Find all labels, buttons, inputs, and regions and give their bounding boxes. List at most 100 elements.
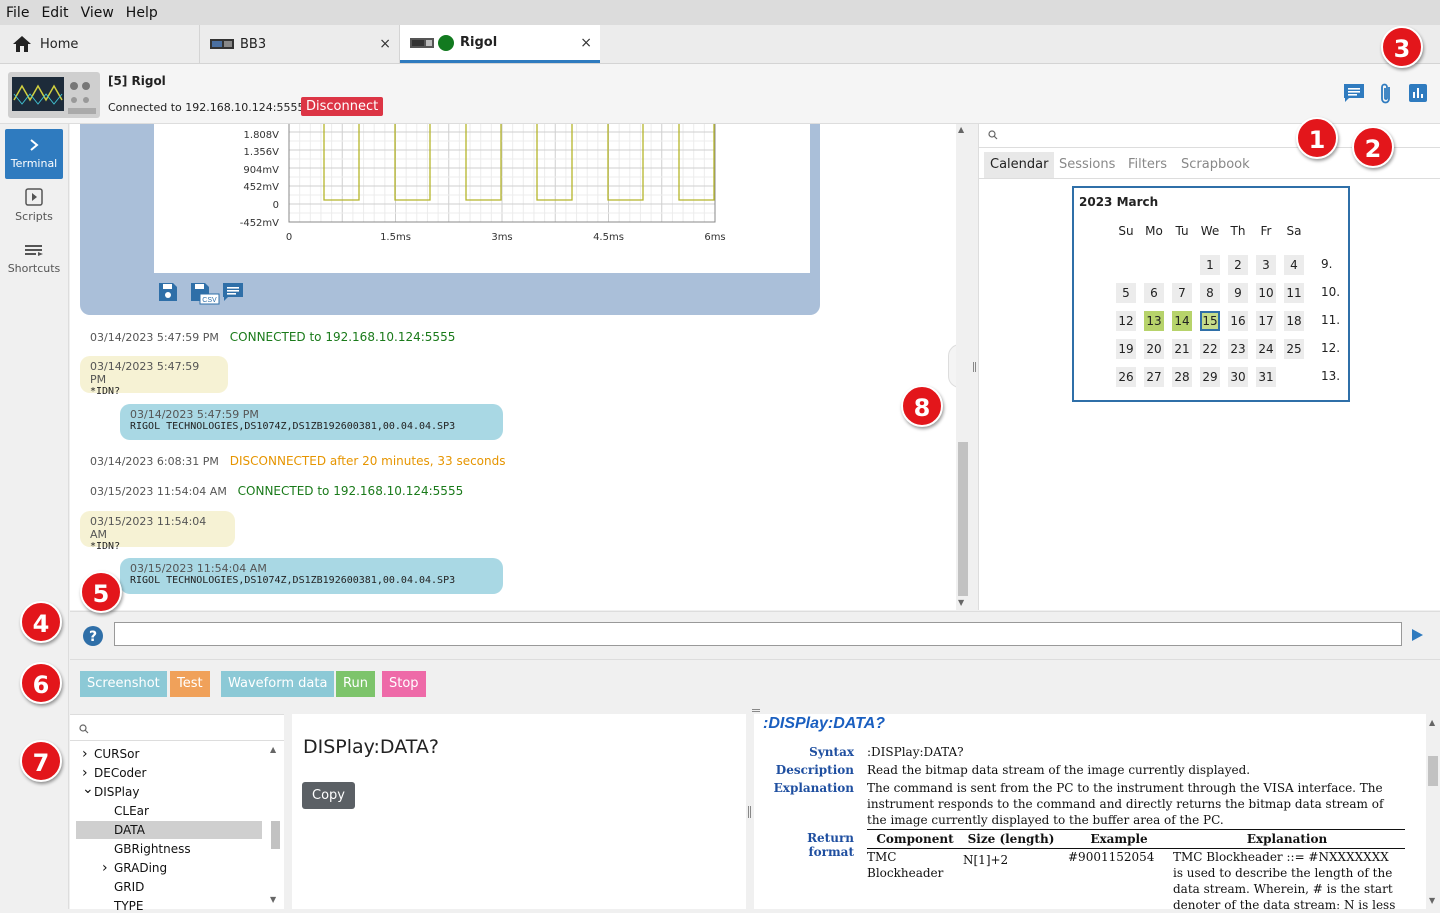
calendar-day[interactable]: 20 bbox=[1144, 339, 1164, 359]
tree-scrollbar-thumb[interactable] bbox=[271, 821, 280, 849]
menu-file[interactable]: File bbox=[6, 4, 30, 21]
doc-scrollbar[interactable]: ▲ ▼ bbox=[1426, 714, 1440, 909]
tree-item[interactable]: DATA bbox=[114, 823, 145, 837]
history-search-input[interactable] bbox=[979, 124, 1440, 148]
calendar-day[interactable]: 3 bbox=[1256, 255, 1276, 275]
tree-item[interactable]: DECoder bbox=[94, 766, 147, 780]
calendar-day[interactable]: 1 bbox=[1200, 255, 1220, 275]
attachment-icon[interactable] bbox=[1378, 82, 1394, 106]
menu-help[interactable]: Help bbox=[125, 4, 158, 21]
calendar-day[interactable]: 11 bbox=[1284, 283, 1304, 303]
calendar-day[interactable]: 23 bbox=[1228, 339, 1248, 359]
waveform-data-button[interactable]: Waveform data bbox=[221, 671, 335, 697]
send-icon[interactable] bbox=[1411, 629, 1423, 641]
help-icon[interactable]: ? bbox=[83, 626, 103, 646]
menu-edit[interactable]: Edit bbox=[41, 4, 69, 21]
calendar-day[interactable]: 10 bbox=[1256, 283, 1276, 303]
calendar-day[interactable]: 31 bbox=[1256, 367, 1276, 387]
calendar-day[interactable]: 28 bbox=[1172, 367, 1192, 387]
calendar-day[interactable]: 30 bbox=[1228, 367, 1248, 387]
comment-icon[interactable] bbox=[1343, 83, 1365, 103]
disconnect-button[interactable]: Disconnect bbox=[301, 97, 384, 116]
sidebar-item-scripts[interactable]: Scripts bbox=[5, 182, 63, 232]
chevron-right-icon[interactable]: › bbox=[102, 860, 108, 876]
calendar-day[interactable]: 29 bbox=[1200, 367, 1220, 387]
calendar-day[interactable]: 24 bbox=[1256, 339, 1276, 359]
save-icon[interactable] bbox=[158, 282, 178, 302]
tree-search-input[interactable] bbox=[70, 715, 284, 741]
panel-toggle-button[interactable] bbox=[948, 344, 956, 388]
screenshot-button[interactable]: Screenshot bbox=[80, 671, 167, 697]
calendar-day[interactable]: 22 bbox=[1200, 339, 1220, 359]
left-sidebar: Terminal Scripts Shortcuts bbox=[0, 124, 69, 909]
run-button[interactable]: Run bbox=[336, 671, 375, 697]
calendar-day[interactable]: 2 bbox=[1228, 255, 1248, 275]
table-cell: TMC Blockheader bbox=[867, 850, 944, 880]
scroll-up-icon[interactable]: ▲ bbox=[1429, 718, 1436, 727]
splitter-handle[interactable] bbox=[973, 362, 976, 372]
explanation-text: The command is sent from the PC to the i… bbox=[867, 781, 1384, 827]
menu-view[interactable]: View bbox=[80, 4, 114, 21]
tab-scrapbook[interactable]: Scrapbook bbox=[1181, 157, 1250, 172]
calendar-day[interactable]: 14 bbox=[1172, 311, 1192, 331]
comment-icon[interactable] bbox=[222, 282, 244, 302]
tree-item[interactable]: CURSor bbox=[94, 747, 140, 761]
chevron-right-icon[interactable]: › bbox=[82, 765, 88, 781]
splitter-handle[interactable] bbox=[748, 806, 751, 818]
scroll-up-icon[interactable]: ▲ bbox=[958, 125, 965, 134]
tree-item[interactable]: GRID bbox=[114, 880, 145, 894]
chevron-down-icon[interactable]: ⌄ bbox=[82, 781, 94, 797]
instrument-header: [5] Rigol Connected to 192.168.10.124:55… bbox=[0, 64, 1440, 124]
calendar-day[interactable]: 7 bbox=[1172, 283, 1192, 303]
chart-icon[interactable] bbox=[1409, 84, 1427, 102]
tree-item[interactable]: GRADing bbox=[114, 861, 168, 875]
annotation-marker: 3 bbox=[1381, 26, 1423, 68]
chevron-right-icon[interactable]: › bbox=[82, 746, 88, 762]
scroll-down-icon[interactable]: ▼ bbox=[958, 598, 965, 607]
calendar-day[interactable]: 26 bbox=[1116, 367, 1136, 387]
tab-home[interactable]: Home bbox=[0, 25, 200, 63]
calendar-day[interactable]: 5 bbox=[1116, 283, 1136, 303]
calendar-day[interactable]: 27 bbox=[1144, 367, 1164, 387]
calendar-day[interactable]: 15 bbox=[1200, 311, 1220, 331]
calendar-day[interactable]: 8 bbox=[1200, 283, 1220, 303]
stop-button[interactable]: Stop bbox=[382, 671, 426, 697]
calendar-day[interactable]: 18 bbox=[1284, 311, 1304, 331]
log-entry: 03/15/2023 11:54:04 AM CONNECTED to 192.… bbox=[90, 484, 463, 498]
log-timestamp: 03/14/2023 5:47:59 PM bbox=[90, 360, 200, 386]
tab-filters[interactable]: Filters bbox=[1128, 157, 1167, 172]
tab-rigol-close-icon[interactable]: × bbox=[580, 34, 592, 51]
tab-sessions[interactable]: Sessions bbox=[1059, 157, 1116, 172]
test-button[interactable]: Test bbox=[170, 671, 210, 697]
scrollbar-thumb[interactable] bbox=[1428, 756, 1438, 786]
tree-item[interactable]: CLEar bbox=[114, 804, 149, 818]
tab-rigol[interactable]: Rigol × bbox=[400, 25, 600, 63]
tree-item[interactable]: GBRightness bbox=[114, 842, 191, 856]
tab-calendar[interactable]: Calendar bbox=[984, 152, 1055, 178]
calendar-day[interactable]: 9 bbox=[1228, 283, 1248, 303]
scroll-up-icon[interactable]: ▲ bbox=[270, 745, 277, 754]
terminal-scrollbar[interactable]: ▲ ▼ bbox=[956, 124, 970, 610]
calendar-day[interactable]: 21 bbox=[1172, 339, 1192, 359]
scroll-down-icon[interactable]: ▼ bbox=[270, 895, 277, 904]
calendar-day[interactable]: 25 bbox=[1284, 339, 1304, 359]
save-csv-icon[interactable]: CSV bbox=[190, 282, 220, 306]
tab-bb3-close-icon[interactable]: × bbox=[379, 36, 391, 52]
tree-item[interactable]: DISPlay bbox=[94, 785, 140, 799]
tree-item[interactable]: TYPE bbox=[114, 899, 144, 913]
calendar-day[interactable]: 17 bbox=[1256, 311, 1276, 331]
copy-button[interactable]: Copy bbox=[302, 782, 355, 809]
sidebar-item-shortcuts[interactable]: Shortcuts bbox=[5, 236, 63, 286]
calendar-day[interactable]: 19 bbox=[1116, 339, 1136, 359]
sidebar-item-terminal[interactable]: Terminal bbox=[5, 129, 63, 179]
command-input[interactable] bbox=[114, 622, 1402, 646]
calendar-day[interactable]: 13 bbox=[1144, 311, 1164, 331]
tab-bb3[interactable]: BB3 × bbox=[200, 25, 400, 63]
scrollbar-thumb[interactable] bbox=[958, 442, 968, 596]
splitter-handle[interactable] bbox=[752, 709, 760, 712]
calendar-day[interactable]: 4 bbox=[1284, 255, 1304, 275]
calendar-day[interactable]: 16 bbox=[1228, 311, 1248, 331]
calendar-day[interactable]: 12 bbox=[1116, 311, 1136, 331]
calendar-day[interactable]: 6 bbox=[1144, 283, 1164, 303]
scroll-down-icon[interactable]: ▼ bbox=[1429, 896, 1436, 905]
